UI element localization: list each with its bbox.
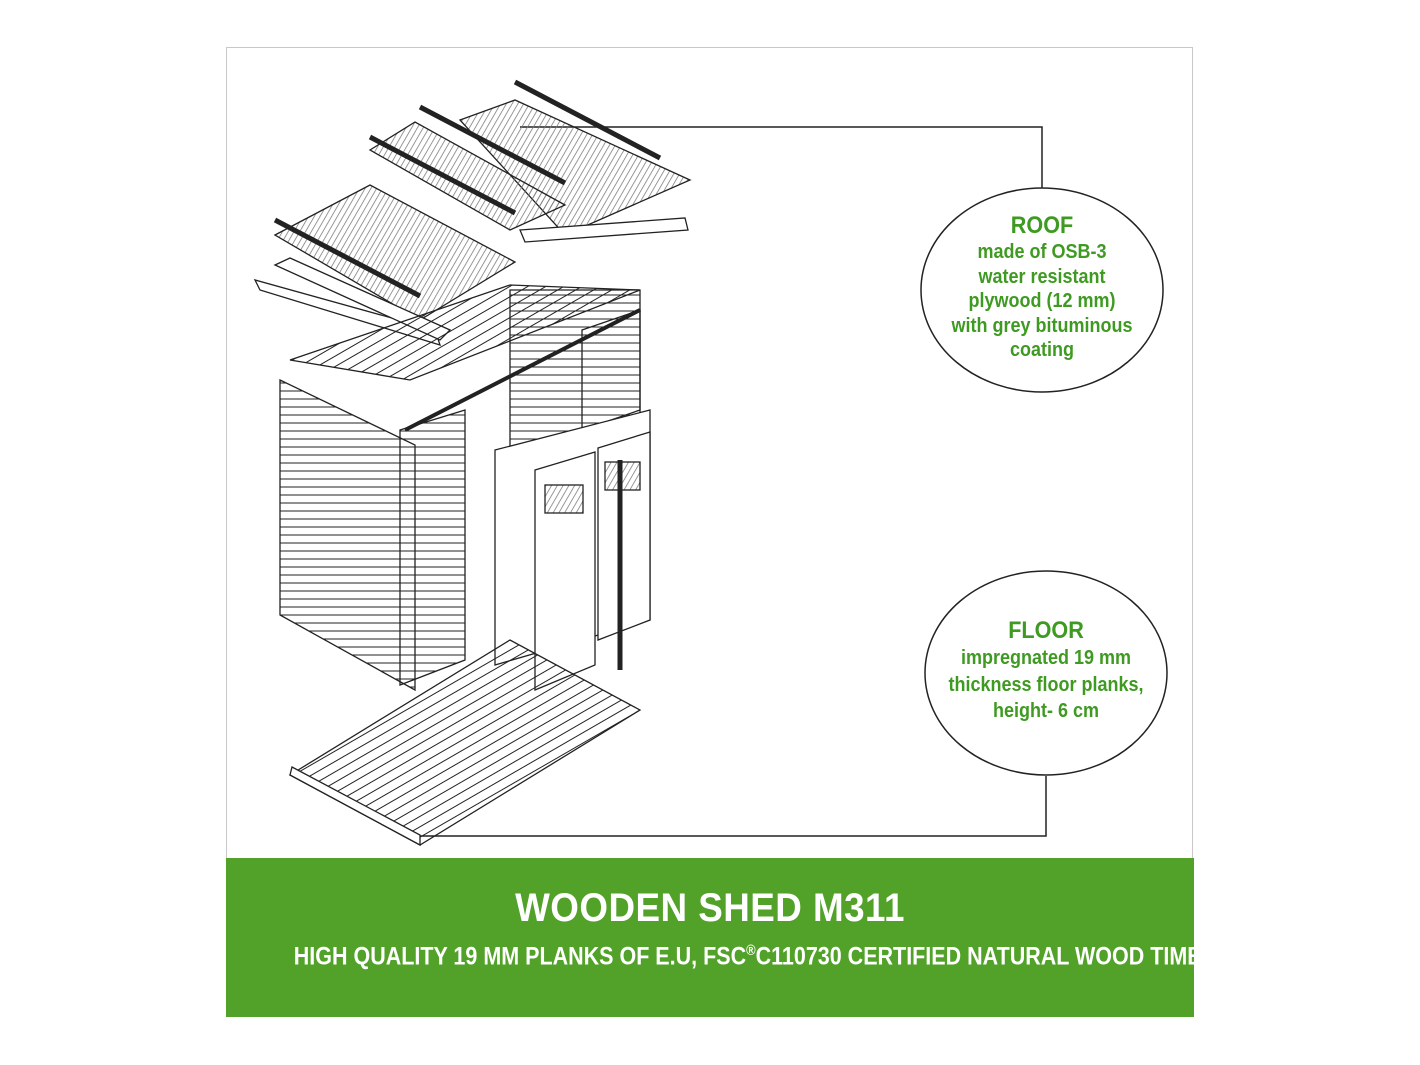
subtitle-part: HIGH QUALITY 19 MM PLANKS OF E.U, FSC [293, 942, 747, 971]
product-banner: WOODEN SHED M311 HIGH QUALITY 19 MM PLAN… [226, 858, 1233, 1017]
roof-line: coating [1009, 339, 1075, 361]
floor-callout: FLOOR impregnated 19 mm thickness floor … [943, 617, 1150, 725]
roof-line: water resistant [978, 265, 1106, 288]
product-title: WOODEN SHED M311 [515, 886, 905, 930]
roof-callout-bubble [920, 187, 1164, 393]
roof-line: made of OSB-3 [977, 241, 1107, 263]
floor-leader-line [420, 776, 1047, 837]
floor-line: thickness floor planks, [948, 673, 1144, 696]
registered-mark: ® [746, 942, 756, 959]
floor-line: impregnated 19 mm [960, 647, 1132, 669]
roof-leader-line [520, 126, 1043, 188]
roof-line: plywood (12 mm) [968, 290, 1116, 312]
floor-callout-bubble [924, 570, 1168, 776]
door [494, 409, 651, 691]
roof-panels [253, 79, 692, 346]
floor-planks [288, 639, 642, 847]
roof-callout: ROOF made of OSB-3 water resistant plywo… [943, 212, 1141, 363]
roof-heading: ROOF [1010, 212, 1074, 239]
subtitle-part: C110730 CERTIFIED NATURAL WOOD TIMBER [755, 942, 1233, 971]
product-subtitle: HIGH QUALITY 19 MM PLANKS OF E.U, FSC®C1… [293, 942, 1233, 971]
floor-line: height- 6 cm [992, 700, 1100, 722]
floor-heading: FLOOR [1008, 617, 1084, 644]
roof-line: with grey bituminous [951, 314, 1133, 337]
